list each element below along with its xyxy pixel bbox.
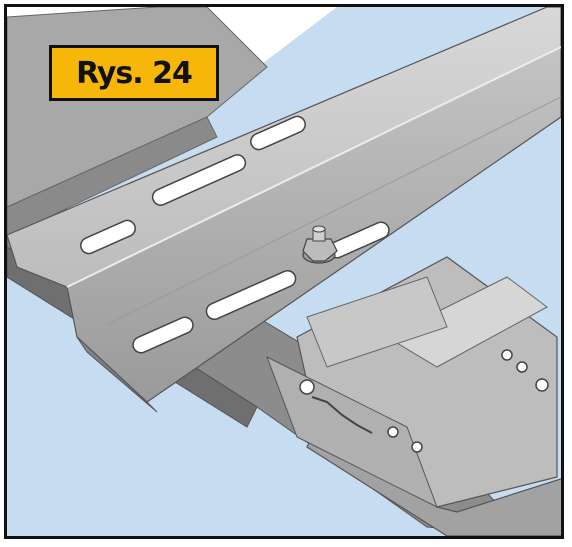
- cable-tray: [266, 256, 561, 536]
- slot-hole: [205, 269, 297, 321]
- slot-hole: [132, 316, 194, 354]
- slotted-channel: [7, 7, 561, 413]
- figure-label: Rys. 24: [76, 55, 193, 91]
- bolt-nut-icon: [302, 225, 338, 264]
- figure-label-badge: Rys. 24: [49, 45, 219, 101]
- slot-hole: [151, 154, 247, 206]
- slot-hole: [250, 115, 306, 151]
- figure-frame: Rys. 24: [4, 4, 564, 539]
- slot-hole: [80, 219, 136, 255]
